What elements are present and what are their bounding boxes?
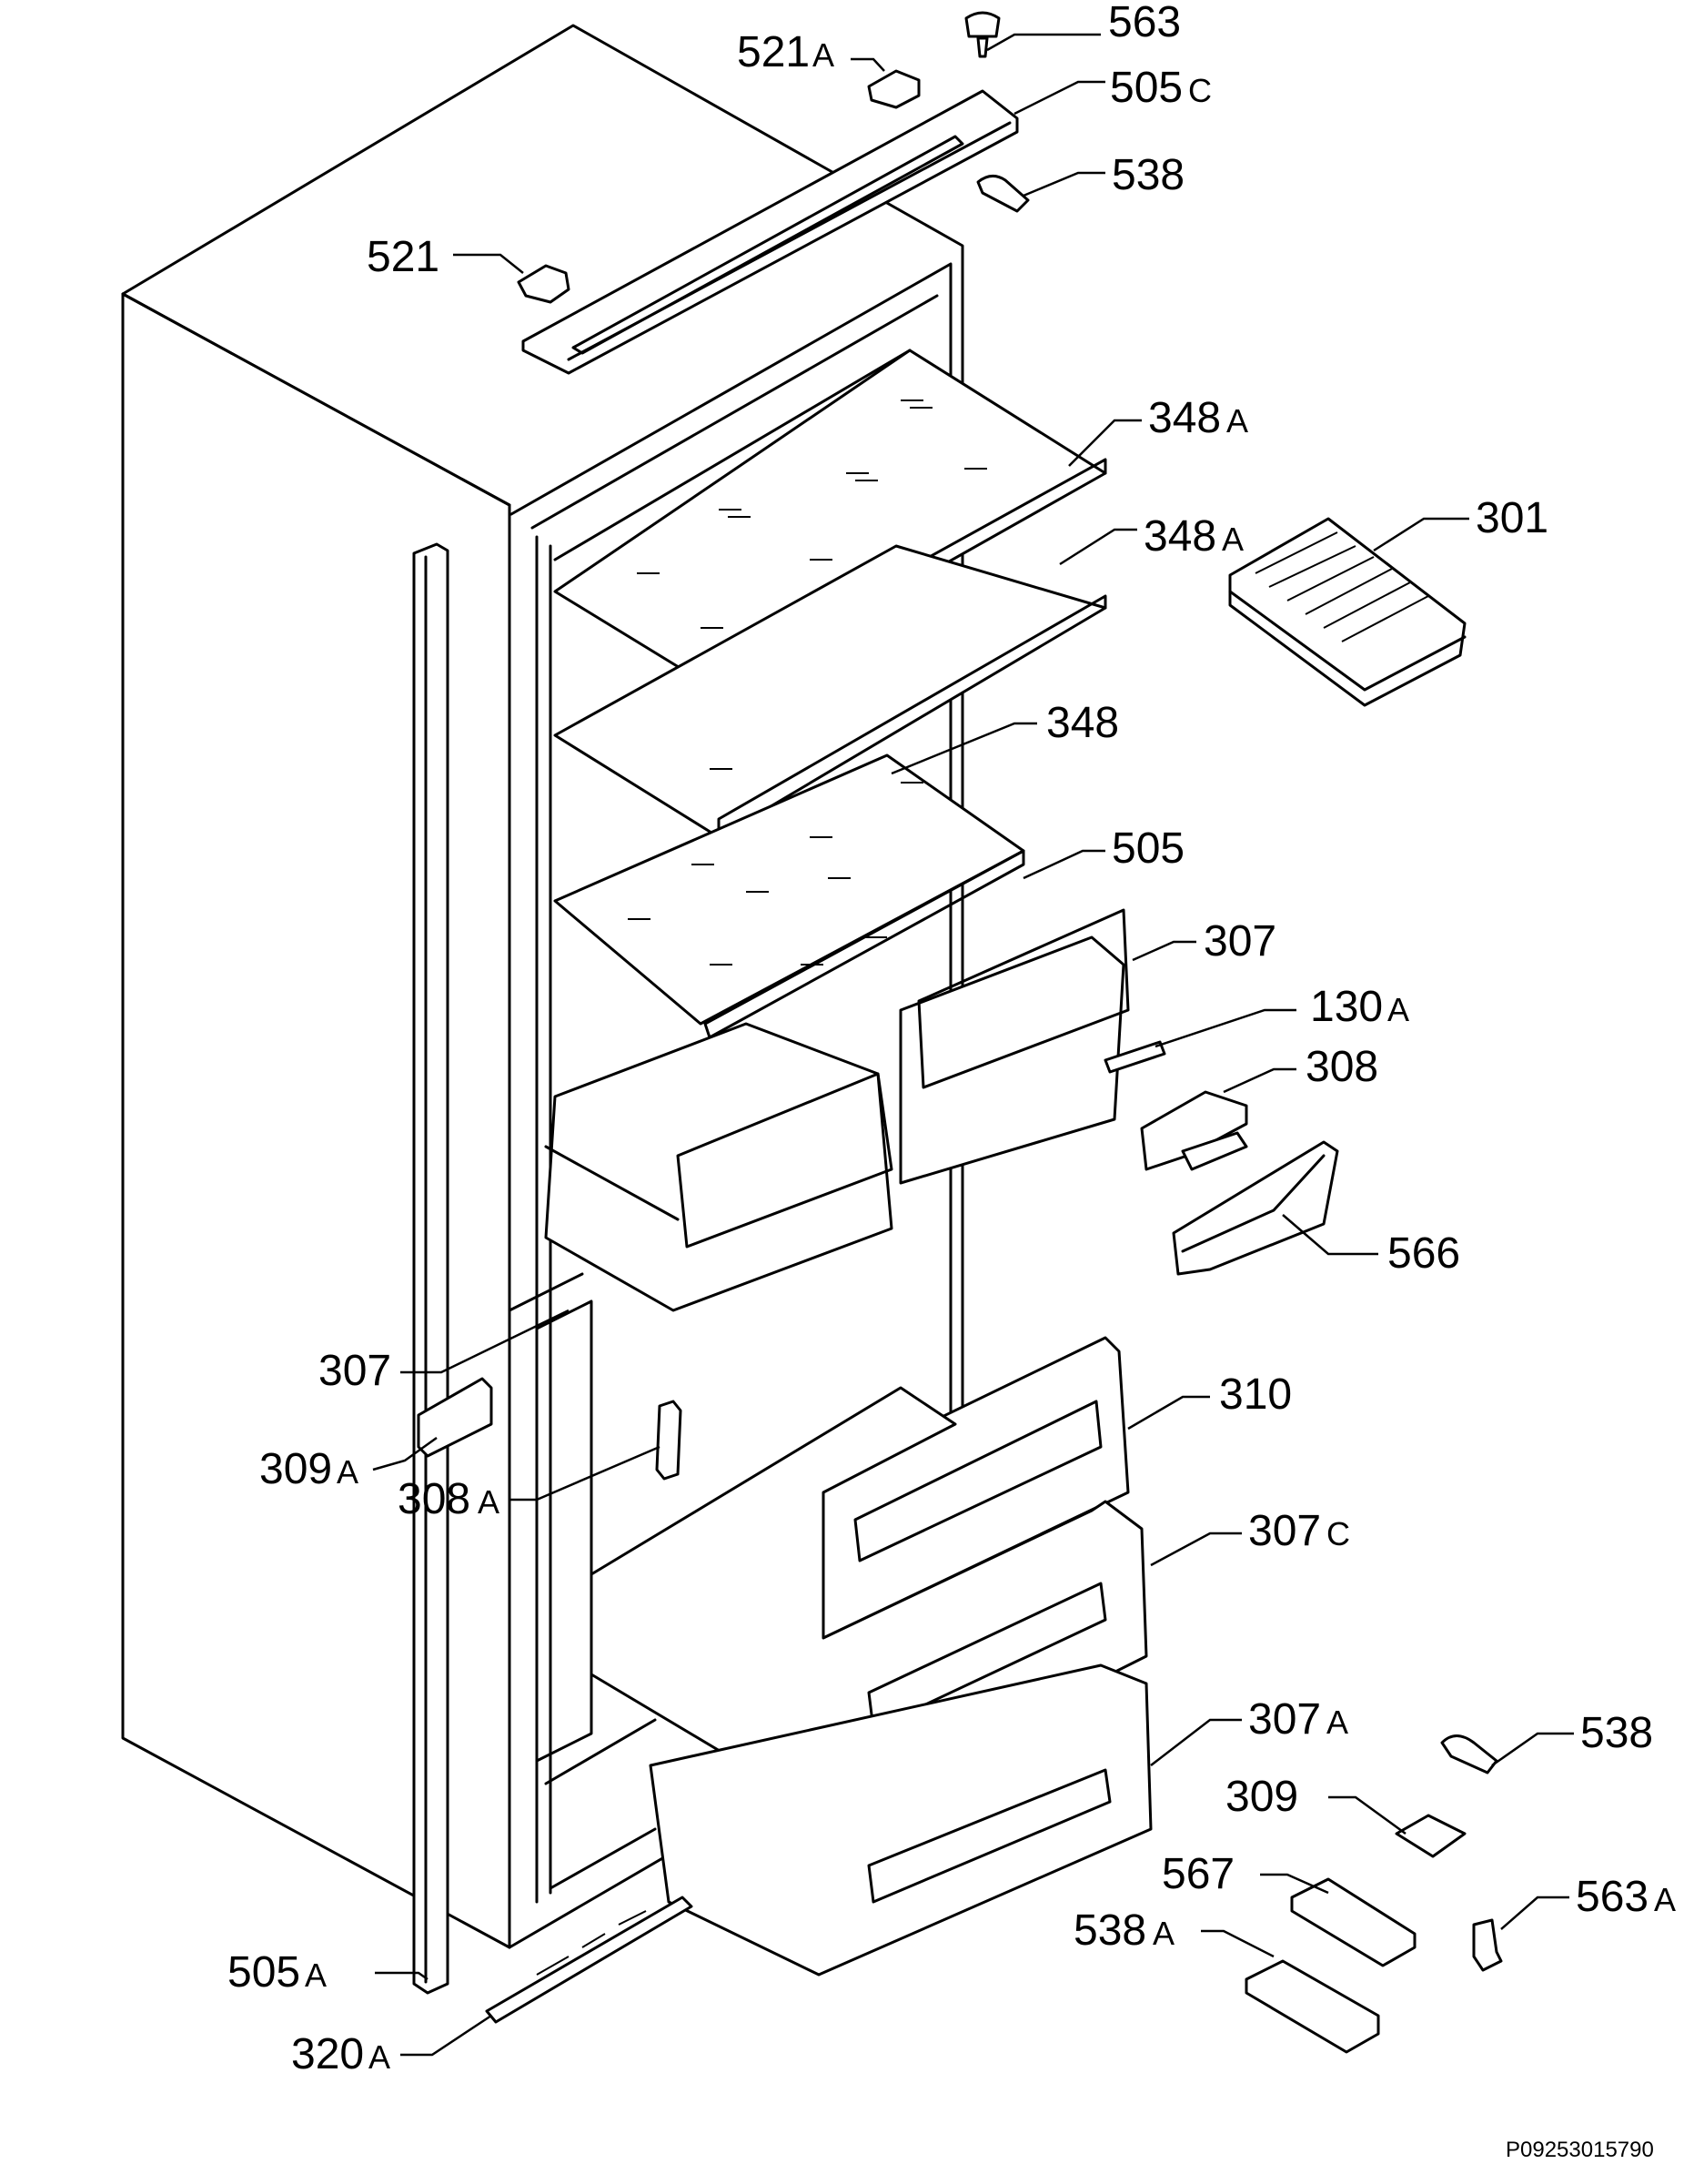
callout-307-num: 307 — [1204, 917, 1276, 966]
callout-308a-suf: A — [478, 1483, 499, 1521]
callout-307-left-num: 307 — [318, 1347, 391, 1395]
callout-320a-suf: A — [368, 2038, 390, 2076]
support-566 — [1172, 1140, 1339, 1276]
callout-505c-suf: C — [1188, 72, 1212, 109]
clip-309a — [417, 1377, 493, 1458]
callout-348a-upper-suf: A — [1226, 402, 1248, 440]
callout-301-num: 301 — [1476, 494, 1548, 542]
bracket-308a — [655, 1400, 682, 1481]
callout-563a-num: 563 — [1576, 1873, 1649, 1921]
hinge-cap-521a — [867, 69, 921, 109]
door-stop-563 — [964, 11, 1001, 58]
callout-567-num: 567 — [1162, 1850, 1235, 1898]
callout-348a-upper-num: 348 — [1148, 394, 1221, 442]
hinge-pin-538-bottom — [1440, 1734, 1498, 1774]
callout-307a-num: 307 — [1248, 1695, 1321, 1744]
callout-505a-num: 505 — [227, 1948, 300, 1997]
callout-307a-suf: A — [1326, 1704, 1348, 1741]
hinge-cap-521 — [517, 264, 570, 304]
callout-320a-num: 320 — [291, 2030, 364, 2078]
callout-521a-suf: A — [812, 36, 834, 74]
leader-lines — [372, 33, 1574, 2057]
glass-marks — [628, 399, 987, 966]
callout-505c-num: 505 — [1110, 64, 1183, 112]
clip-309 — [1395, 1814, 1467, 1858]
callout-308-num: 308 — [1306, 1043, 1378, 1091]
plate-567 — [1290, 1877, 1417, 1967]
callout-130a-num: 130 — [1310, 983, 1383, 1031]
callout-538a-suf: A — [1153, 1915, 1175, 1952]
top-hinge-rail-505c — [521, 89, 1019, 375]
callout-521a-num: 521 — [737, 28, 810, 76]
callout-538a-num: 538 — [1074, 1906, 1146, 1955]
hinge-pin-538-top — [976, 175, 1030, 213]
rail-130a — [1104, 1040, 1166, 1074]
callout-566-num: 566 — [1387, 1229, 1460, 1278]
glass-shelf-348 — [553, 753, 1025, 1039]
callout-538-top-num: 538 — [1112, 151, 1185, 199]
crisper-drawer-307-left — [544, 1022, 893, 1312]
callout-348-num: 348 — [1046, 699, 1119, 747]
callout-505a-suf: A — [305, 1956, 327, 1994]
document-code: P09253015790 — [1506, 2138, 1654, 2162]
ice-tray-301 — [1228, 517, 1467, 707]
callout-308a-num: 308 — [398, 1475, 470, 1523]
callout-310-num: 310 — [1219, 1370, 1292, 1419]
callout-309-num: 309 — [1225, 1773, 1298, 1821]
callout-348a-lower-num: 348 — [1144, 512, 1216, 561]
bracket-308 — [1140, 1090, 1248, 1171]
callout-521-num: 521 — [367, 233, 439, 281]
freezer-drawer-307a — [649, 1663, 1153, 1977]
callout-309a-suf: A — [337, 1453, 358, 1491]
crisper-drawer-307-right — [899, 908, 1130, 1185]
screw-563a — [1472, 1918, 1503, 1972]
callout-309a-num: 309 — [259, 1445, 332, 1493]
callout-348a-lower-suf: A — [1222, 521, 1244, 558]
door-gasket-505a — [412, 542, 449, 1995]
callout-307c-num: 307 — [1248, 1507, 1321, 1555]
callout-505-num: 505 — [1112, 824, 1185, 873]
plate-538a — [1245, 1959, 1380, 2054]
hinge-rail-320a — [485, 1896, 693, 2024]
callout-307c-suf: C — [1326, 1515, 1350, 1552]
callout-130a-suf: A — [1387, 991, 1409, 1028]
callout-labels: 563 521 A 505 C 538 521 348 A 348 A 301 … — [227, 0, 1676, 2078]
callout-563-num: 563 — [1108, 0, 1181, 46]
callout-563a-suf: A — [1654, 1881, 1676, 1918]
callout-538-bottom-num: 538 — [1580, 1709, 1653, 1757]
